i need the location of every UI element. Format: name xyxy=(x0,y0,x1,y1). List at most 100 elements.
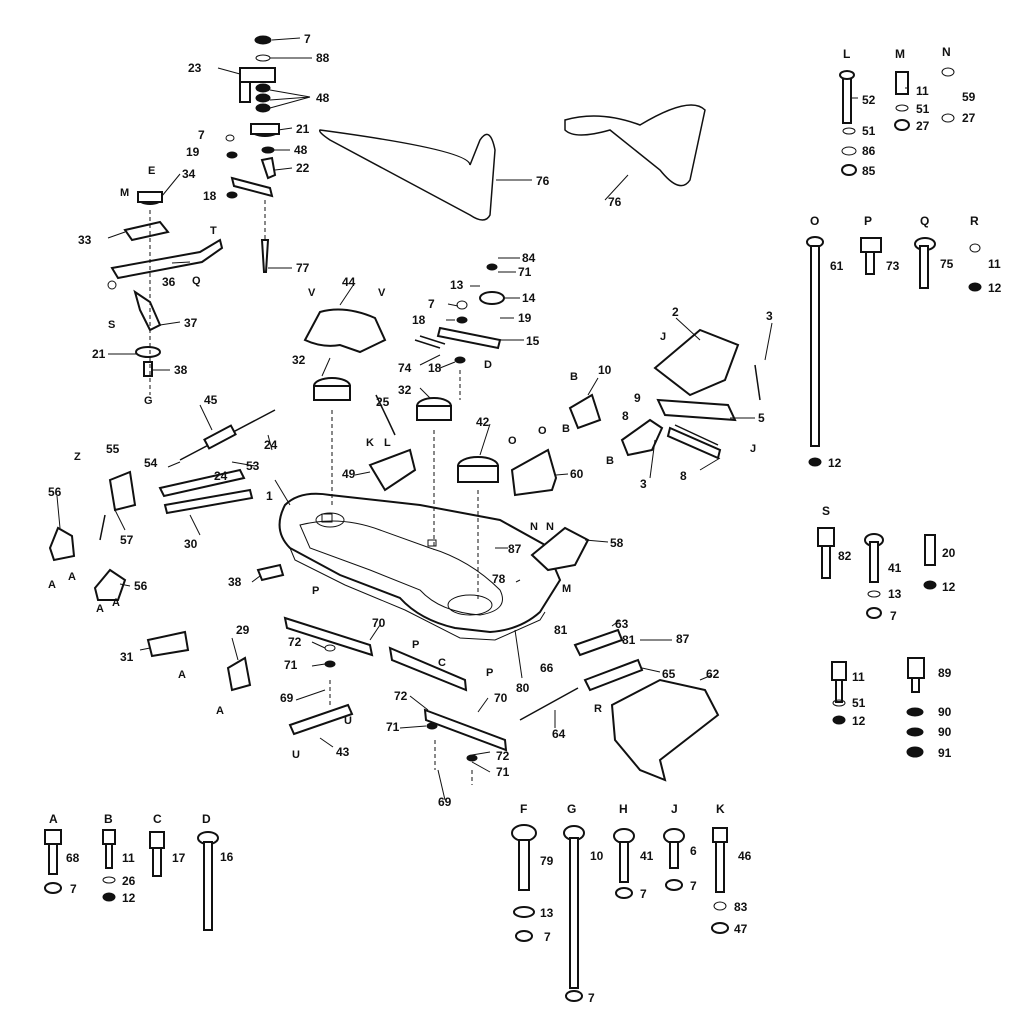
svg-text:T: T xyxy=(210,225,217,237)
svg-text:27: 27 xyxy=(962,111,976,125)
svg-text:B: B xyxy=(606,455,614,467)
svg-text:S: S xyxy=(822,504,830,518)
label-56b: 56 xyxy=(134,579,148,593)
svg-text:B: B xyxy=(570,371,578,383)
label-23: 23 xyxy=(188,61,202,75)
label-71a: 71 xyxy=(518,265,532,279)
label-78: 78 xyxy=(492,572,506,586)
label-65: 65 xyxy=(662,667,676,681)
bracket-10 xyxy=(568,393,602,430)
svg-text:11: 11 xyxy=(122,851,135,865)
svg-text:12: 12 xyxy=(852,714,866,728)
svg-text:90: 90 xyxy=(938,725,952,739)
svg-text:P: P xyxy=(412,639,419,651)
bracket-9 xyxy=(620,418,664,457)
svg-text:O: O xyxy=(538,425,547,437)
label-19b: 19 xyxy=(518,311,532,325)
bar-6 xyxy=(666,426,722,460)
svg-text:D: D xyxy=(202,812,211,826)
svg-text:U: U xyxy=(344,715,352,727)
svg-text:11: 11 xyxy=(988,257,1001,271)
label-10: 10 xyxy=(598,363,612,377)
label-70a: 70 xyxy=(372,616,386,630)
svg-text:N: N xyxy=(546,521,554,533)
svg-text:H: H xyxy=(619,802,628,816)
svg-text:J: J xyxy=(671,802,678,816)
svg-text:O: O xyxy=(508,435,517,447)
label-42: 42 xyxy=(476,415,490,429)
label-29: 29 xyxy=(236,623,250,637)
svg-text:U: U xyxy=(292,749,300,761)
baffle-38 xyxy=(256,563,285,582)
label-71c: 71 xyxy=(386,720,400,734)
svg-text:F: F xyxy=(520,802,527,816)
label-24b: 24 xyxy=(214,469,228,483)
hardware-labels: L 52 51 86 85 M 11 51 27 N 59 27 O 61 12… xyxy=(49,45,1002,1005)
label-15: 15 xyxy=(526,334,540,348)
label-3a: 3 xyxy=(766,309,773,323)
svg-text:K: K xyxy=(366,437,374,449)
label-21a: 21 xyxy=(296,122,310,136)
svg-text:46: 46 xyxy=(738,849,752,863)
svg-text:C: C xyxy=(438,657,446,669)
label-53: 53 xyxy=(246,459,260,473)
label-71b: 71 xyxy=(284,658,298,672)
svg-text:11: 11 xyxy=(852,670,865,684)
svg-text:17: 17 xyxy=(172,851,186,865)
svg-text:85: 85 xyxy=(862,164,876,178)
left-idler-bracket-assembly xyxy=(107,134,238,395)
svg-text:16: 16 xyxy=(220,850,234,864)
label-74: 74 xyxy=(398,361,412,375)
hardware-bottom-row xyxy=(44,824,729,1002)
svg-text:M: M xyxy=(120,187,129,199)
svg-text:47: 47 xyxy=(734,922,748,936)
label-57: 57 xyxy=(120,533,134,547)
svg-text:7: 7 xyxy=(690,879,697,893)
svg-text:61: 61 xyxy=(830,259,844,273)
svg-text:89: 89 xyxy=(938,666,952,680)
label-80: 80 xyxy=(516,681,530,695)
label-25: 25 xyxy=(376,395,390,409)
svg-text:L: L xyxy=(384,437,391,449)
svg-text:V: V xyxy=(308,287,316,299)
label-76b: 76 xyxy=(608,195,622,209)
label-44: 44 xyxy=(342,275,356,289)
label-8b: 8 xyxy=(622,409,629,423)
svg-text:A: A xyxy=(216,705,224,717)
svg-text:N: N xyxy=(530,521,538,533)
svg-text:12: 12 xyxy=(988,281,1002,295)
label-62: 62 xyxy=(706,667,720,681)
label-1: 1 xyxy=(266,489,273,503)
label-14: 14 xyxy=(522,291,536,305)
label-77: 77 xyxy=(296,261,310,275)
svg-text:M: M xyxy=(895,47,905,61)
label-32a: 32 xyxy=(292,353,306,367)
bracket-65 xyxy=(583,658,644,692)
label-71d: 71 xyxy=(496,765,510,779)
label-49: 49 xyxy=(342,467,356,481)
bracket-60 xyxy=(510,448,558,497)
belt-guard-44 xyxy=(303,308,387,354)
svg-text:A: A xyxy=(112,597,120,609)
label-72b: 72 xyxy=(394,689,408,703)
label-81b: 81 xyxy=(622,633,636,647)
svg-text:M: M xyxy=(562,583,571,595)
svg-text:51: 51 xyxy=(852,696,866,710)
svg-text:O: O xyxy=(810,214,819,228)
svg-text:Q: Q xyxy=(192,275,201,287)
svg-text:P: P xyxy=(312,585,319,597)
label-2: 2 xyxy=(672,305,679,319)
bracket-29 xyxy=(226,656,252,692)
label-13: 13 xyxy=(450,278,464,292)
label-7b: 7 xyxy=(198,128,205,142)
bracket-49 xyxy=(368,448,417,492)
svg-text:41: 41 xyxy=(640,849,654,863)
svg-text:59: 59 xyxy=(962,90,976,104)
svg-text:68: 68 xyxy=(66,851,80,865)
svg-text:73: 73 xyxy=(886,259,900,273)
label-18c: 18 xyxy=(428,361,442,375)
svg-text:P: P xyxy=(864,214,872,228)
label-5: 5 xyxy=(758,411,765,425)
svg-text:51: 51 xyxy=(916,102,930,116)
